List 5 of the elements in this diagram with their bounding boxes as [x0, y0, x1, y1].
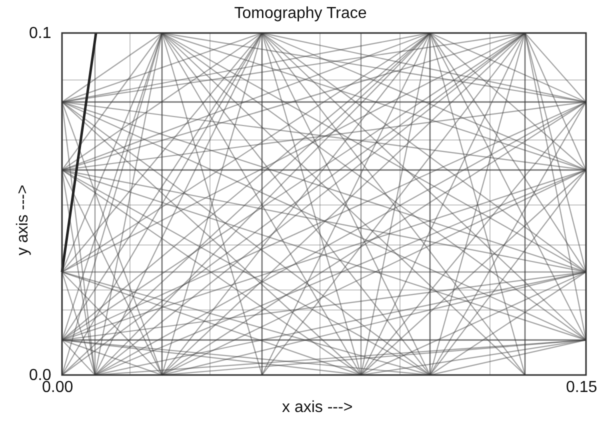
axis-title: y axis ---> — [15, 184, 32, 256]
tick-label: 0.1 — [29, 26, 52, 42]
axis-title: x axis ---> — [282, 400, 353, 416]
chart-title: Tomography Trace — [233, 6, 368, 22]
tick-label: 0.15 — [566, 380, 598, 396]
